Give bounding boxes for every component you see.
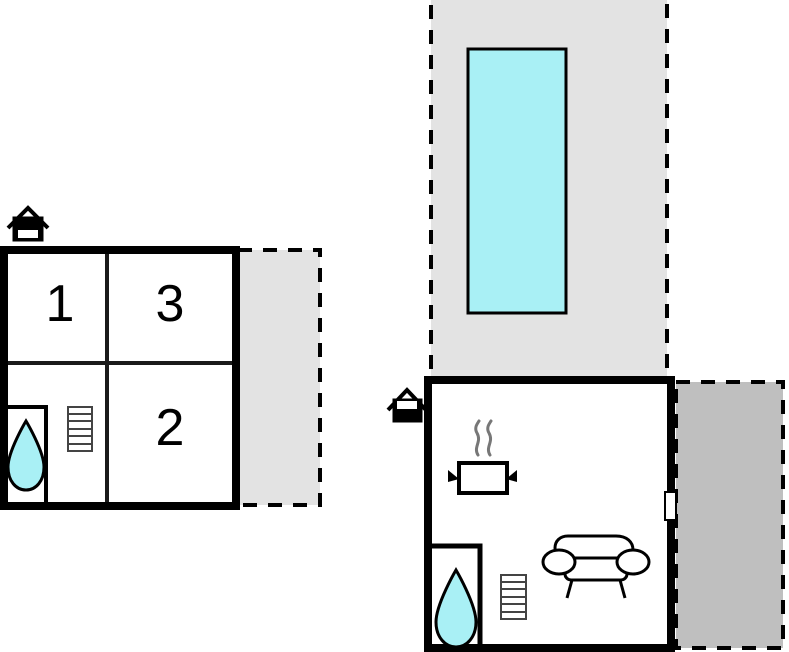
room-number-3: 3	[155, 275, 185, 333]
room-number-1: 1	[45, 275, 75, 333]
stairs-icon	[500, 574, 527, 620]
stairs-icon	[67, 406, 93, 452]
right-building-group	[386, 376, 785, 652]
water-drop-icon	[6, 418, 46, 492]
right-bathroom-enclosure	[431, 543, 483, 648]
right-terrace	[674, 380, 785, 650]
door-icon	[664, 491, 677, 521]
water-drop-icon	[434, 567, 478, 649]
house-entrance-icon	[386, 387, 428, 423]
swimming-pool-icon	[466, 47, 568, 315]
house-entrance-icon	[6, 205, 50, 242]
left-bathroom-enclosure	[7, 405, 48, 502]
pool-area-group	[429, 0, 669, 383]
cooking-pot-icon	[448, 419, 517, 495]
left-terrace	[236, 248, 322, 507]
left-building-group	[0, 205, 322, 510]
room-number-2: 2	[155, 399, 185, 457]
sofa-icon	[541, 534, 651, 599]
